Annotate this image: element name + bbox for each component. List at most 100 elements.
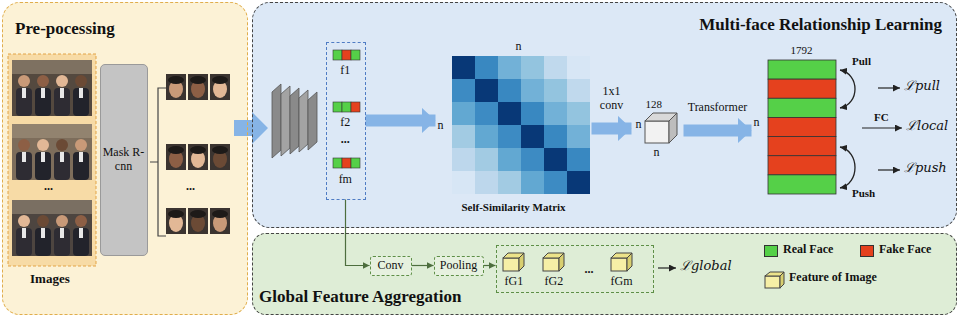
node-text: Self-Similarity Matrix [461,201,565,214]
matrix-cell [452,56,475,79]
annotation: Pull [852,55,871,68]
annotation: ... [44,180,53,194]
person-shirt [22,88,26,98]
matrix-cell [498,171,521,194]
cnn-layer [281,86,290,156]
node-text: 128 [646,98,663,111]
feature-cube-front [543,258,559,271]
matrix-cell [475,148,498,171]
matrix-cell [452,79,475,102]
matrix-cell [498,79,521,102]
person-head [37,139,49,151]
hair [190,146,206,154]
matrix-cell [521,148,544,171]
matrix-cell [544,171,567,194]
photo [12,124,92,180]
loss-label: ℒpush [904,161,947,176]
fc-arrow [862,127,902,128]
similarity-matrix: nnSelf-Similarity Matrix [436,40,592,218]
photo-background [12,200,92,256]
matrix-cell [544,56,567,79]
connector-line [412,265,434,266]
cnn-layer [272,84,281,158]
person-shirt [41,152,45,162]
cube-front [645,121,669,143]
node-text: Pre-pocessing [15,19,115,39]
person-head [75,215,87,227]
person-body [16,88,32,116]
pull-arrow [840,70,855,108]
matrix-cell [452,171,475,194]
matrix-cell [567,125,590,148]
flow-arrow [684,125,752,137]
photo-wall [12,60,92,74]
tensor-cube: 128nn [632,98,684,164]
matrix-cell [567,79,590,102]
node-text: n [516,40,522,54]
person-shirt [41,228,45,238]
cube-front [765,276,780,288]
edge-label: Transformer [680,101,756,115]
matrix-cell [498,56,521,79]
person-shirt [79,228,83,238]
person-body [35,152,51,180]
cnn-layer [290,88,299,154]
matrix-cell [567,148,590,171]
cube-side [780,272,784,288]
push-arrow [840,147,855,188]
face-background [210,74,230,100]
embedding-row [768,98,836,117]
legend-swatch [764,245,778,257]
matrix-cell [567,102,590,125]
hair [212,76,228,84]
legend-item: Fake Face [860,243,969,261]
person-head [37,75,49,87]
panel-fill [252,233,957,315]
cube-side [669,113,677,143]
face-crop [210,208,230,234]
embedding-row [768,137,836,156]
legend-swatch [860,245,874,257]
hair [190,76,206,84]
node-text: f2 [340,116,350,130]
person-shirt [41,88,45,98]
person-body [73,152,89,180]
person-body [73,88,89,116]
person-shirt [60,228,64,238]
matrix-cell [498,148,521,171]
face-background [210,208,230,234]
matrix-cell [544,125,567,148]
detector-box: Mask R-cnn [100,64,148,256]
matrix-cell [475,102,498,125]
matrix-cell [521,56,544,79]
loss-label: ℒlocal [906,119,948,134]
matrix-cell [475,56,498,79]
node-text: fm [339,173,352,187]
person-head [18,75,30,87]
flow-arrow [366,115,436,127]
node-text: fGm [611,275,633,289]
person-shirt [22,152,26,162]
person-head [18,215,30,227]
person-head [18,139,30,151]
face-crop [166,208,186,234]
matrix-cell [452,148,475,171]
feature-cube-side [519,253,524,271]
person-body [35,88,51,116]
person-body [16,228,32,256]
feature-group: f1f2...fm [326,42,366,200]
feature-group: fG1fG2...fGm [496,245,654,293]
face-background [210,144,230,170]
photo-background [12,60,92,116]
person-head [56,75,68,87]
face-crop [188,74,208,100]
stage-panel: Multi-face Relationship Learningf1f2...f… [252,2,957,228]
feature-cell [333,158,342,168]
matrix-cell [521,171,544,194]
feature-cube-side [627,253,632,271]
matrix-cell [567,56,590,79]
embedding-row [768,79,836,98]
annotation: Images [30,272,70,287]
person-shirt [60,88,64,98]
